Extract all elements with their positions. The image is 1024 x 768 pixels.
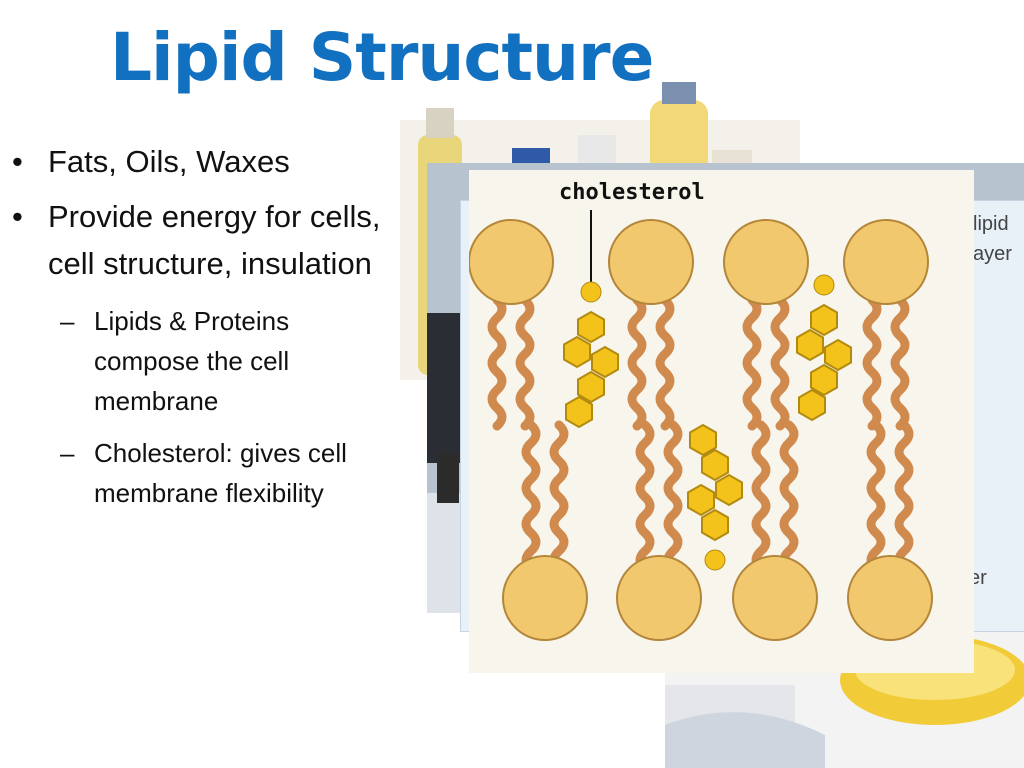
bullet-item: • Fats, Oils, Waxes <box>8 138 398 185</box>
phospholipid-head <box>502 555 588 641</box>
lipid-tail <box>655 295 675 431</box>
membrane-diagram: cholesterol <box>469 170 974 673</box>
cholesterol-molecule <box>563 281 619 429</box>
lipid-tail <box>627 295 647 431</box>
lipid-tail <box>663 420 683 574</box>
lipid-tail <box>779 420 799 574</box>
lipid-tail <box>866 420 886 574</box>
cholesterol-label: cholesterol <box>559 180 705 205</box>
lipid-tail <box>742 295 762 431</box>
sub-bullet-item: – Lipids & Proteins compose the cell mem… <box>8 301 398 421</box>
lipid-tail <box>487 295 507 431</box>
slide-title: Lipid Structure <box>110 19 654 96</box>
lipid-tail <box>549 420 569 574</box>
sub-bullet-dash-icon: – <box>60 438 75 468</box>
phospholipid-head <box>469 219 554 305</box>
phospholipid-head <box>723 219 809 305</box>
bullet-dot-icon: • <box>12 144 23 179</box>
bullet-text: Provide energy for cells, cell structure… <box>48 199 381 281</box>
sub-bullet-item: – Cholesterol: gives cell membrane flexi… <box>8 433 398 513</box>
back-label-layer: ayer <box>973 243 1012 265</box>
bullet-text: Fats, Oils, Waxes <box>48 144 290 179</box>
lipid-tail <box>521 420 541 574</box>
lipid-tail <box>890 295 910 431</box>
cholesterol-group <box>563 274 852 571</box>
phospholipid-head <box>843 219 929 305</box>
cholesterol-molecule <box>796 274 852 422</box>
phospholipid-head <box>608 219 694 305</box>
sub-bullet-text: Lipids & Proteins compose the cell membr… <box>94 306 290 416</box>
bilayer-svg <box>469 210 933 641</box>
lipid-tail <box>770 295 790 431</box>
bullet-item: • Provide energy for cells, cell structu… <box>8 193 398 287</box>
sub-bullet-dash-icon: – <box>60 306 75 336</box>
lipid-tail <box>515 295 535 431</box>
lipid-tail <box>894 420 914 574</box>
phospholipid-head <box>847 555 933 641</box>
sub-bullet-text: Cholesterol: gives cell membrane flexibi… <box>94 438 347 508</box>
lipid-tail <box>862 295 882 431</box>
bullet-list: • Fats, Oils, Waxes • Provide energy for… <box>8 138 398 513</box>
phospholipid-head <box>732 555 818 641</box>
lipid-tail <box>751 420 771 574</box>
back-label-lipid: lipid <box>973 213 1009 235</box>
phospholipid-head <box>616 555 702 641</box>
cholesterol-molecule <box>687 423 743 571</box>
bullet-dot-icon: • <box>12 199 23 234</box>
lipid-tail <box>635 420 655 574</box>
